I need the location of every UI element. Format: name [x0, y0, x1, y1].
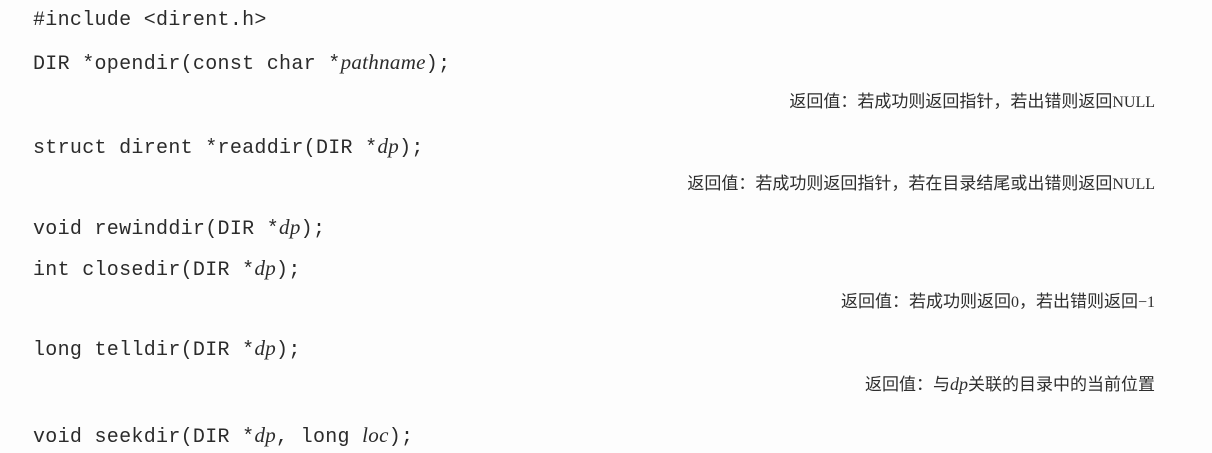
telldir-prototype: long telldir(DIR *dp);	[33, 336, 301, 363]
rewinddir-suffix: );	[300, 218, 326, 241]
telldir-signature: long telldir(DIR *	[33, 339, 255, 362]
rewinddir-param: dp	[279, 215, 301, 239]
rewinddir-signature: void rewinddir(DIR *	[33, 218, 280, 241]
readdir-signature: struct dirent *readdir(DIR *	[33, 137, 378, 160]
telldir-param: dp	[254, 336, 277, 360]
readdir-suffix: );	[399, 137, 424, 160]
seekdir-signature: void seekdir(DIR *	[33, 426, 255, 449]
include-directive: #include <dirent.h>	[33, 9, 267, 32]
opendir-param: pathname	[340, 50, 426, 74]
closedir-return-label: 返回值：若成功则返回	[840, 292, 1011, 312]
readdir-return-null: NULL	[1112, 176, 1155, 193]
closedir-suffix: );	[276, 259, 301, 282]
seekdir-suffix: );	[388, 426, 414, 449]
opendir-suffix: );	[425, 53, 451, 76]
telldir-return-dp: dp	[950, 374, 968, 394]
readdir-prototype: struct dirent *readdir(DIR *dp);	[33, 134, 424, 161]
opendir-signature: DIR *opendir(const char *	[33, 53, 341, 76]
telldir-return-label: 返回值：与	[865, 375, 950, 395]
closedir-return-minus-one: −1	[1137, 294, 1155, 311]
opendir-return-label: 返回值：若成功则返回指针，若出错则返回	[789, 92, 1113, 112]
closedir-prototype: int closedir(DIR *dp);	[33, 256, 301, 283]
seekdir-param-dp: dp	[254, 423, 277, 447]
closedir-param: dp	[254, 256, 277, 280]
closedir-signature: int closedir(DIR *	[33, 259, 255, 282]
rewinddir-prototype: void rewinddir(DIR *dp);	[33, 215, 325, 242]
readdir-param: dp	[377, 134, 400, 158]
seekdir-prototype: void seekdir(DIR *dp, long loc);	[33, 423, 413, 450]
seekdir-param-loc: loc	[362, 423, 389, 447]
closedir-return-value: 返回值：若成功则返回0，若出错则返回−1	[841, 291, 1155, 314]
seekdir-middle: , long	[276, 426, 363, 449]
opendir-return-value: 返回值：若成功则返回指针，若出错则返回NULL	[789, 91, 1155, 114]
telldir-return-value: 返回值：与dp关联的目录中的当前位置	[865, 373, 1155, 396]
opendir-prototype: DIR *opendir(const char *pathname);	[33, 50, 450, 77]
telldir-return-tail: 关联的目录中的当前位置	[968, 375, 1155, 395]
readdir-return-value: 返回值：若成功则返回指针，若在目录结尾或出错则返回NULL	[687, 173, 1155, 196]
opendir-return-null: NULL	[1112, 94, 1155, 111]
telldir-suffix: );	[276, 339, 301, 362]
closedir-return-zero: 0	[1010, 294, 1019, 311]
readdir-return-label: 返回值：若成功则返回指针，若在目录结尾或出错则返回	[687, 174, 1113, 194]
closedir-return-middle: ，若出错则返回	[1018, 292, 1138, 312]
